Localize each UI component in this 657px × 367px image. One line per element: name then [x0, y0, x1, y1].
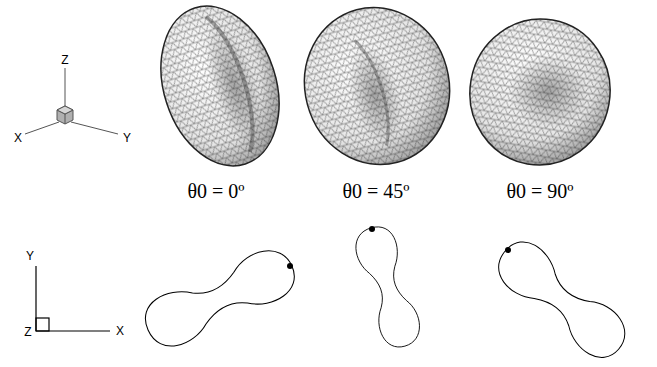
- axis-label: Z: [61, 54, 68, 66]
- cell-mesh: [436, 0, 645, 196]
- angle-label: θ0 = 45º: [342, 181, 409, 201]
- angle-label: θ0 = 90º: [506, 181, 573, 201]
- angle-label: θ0 = 0º: [187, 181, 244, 201]
- axis-label: Z: [24, 326, 31, 338]
- axis-triad-2d: [36, 266, 110, 331]
- axis-triad-3d: [25, 68, 118, 134]
- axis-label: Y: [123, 132, 131, 144]
- axis-label: Y: [26, 250, 34, 262]
- axis-label: X: [116, 325, 124, 337]
- cell-mesh: [267, 0, 487, 196]
- cell-contour: [137, 222, 635, 367]
- axis-label: X: [14, 132, 22, 144]
- cell-mesh: [126, 0, 315, 193]
- marker-dot: [287, 226, 511, 269]
